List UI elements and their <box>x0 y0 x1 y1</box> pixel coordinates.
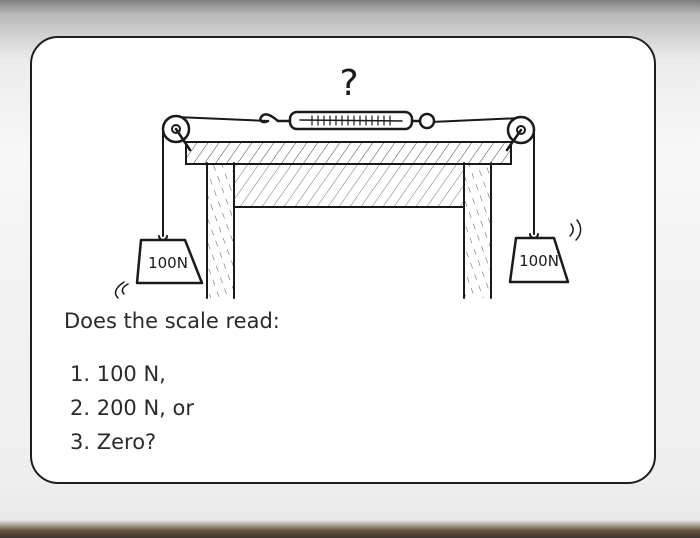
right-weight-label: 100N <box>519 252 559 270</box>
question-mark: ? <box>339 63 358 104</box>
right-weight: 100N <box>508 219 582 284</box>
table-top <box>185 141 512 165</box>
left-weight-label: 100N <box>148 254 188 272</box>
left-table-leg <box>206 162 235 299</box>
option-item: 1. 100 N, <box>70 362 166 386</box>
right-pulley <box>505 115 536 152</box>
option-item: 3. Zero? <box>70 430 157 454</box>
option-item: 2. 200 N, or <box>70 396 195 420</box>
table-apron <box>233 163 465 208</box>
left-pulley <box>161 114 192 152</box>
answer-options: 1. 100 N, 2. 200 N, or 3. Zero? <box>70 357 194 459</box>
spring-scale <box>259 110 436 131</box>
right-table-leg <box>463 162 492 299</box>
question-text: Does the scale read: <box>64 309 280 333</box>
string-top <box>175 116 522 123</box>
left-weight: 100N <box>114 235 204 299</box>
